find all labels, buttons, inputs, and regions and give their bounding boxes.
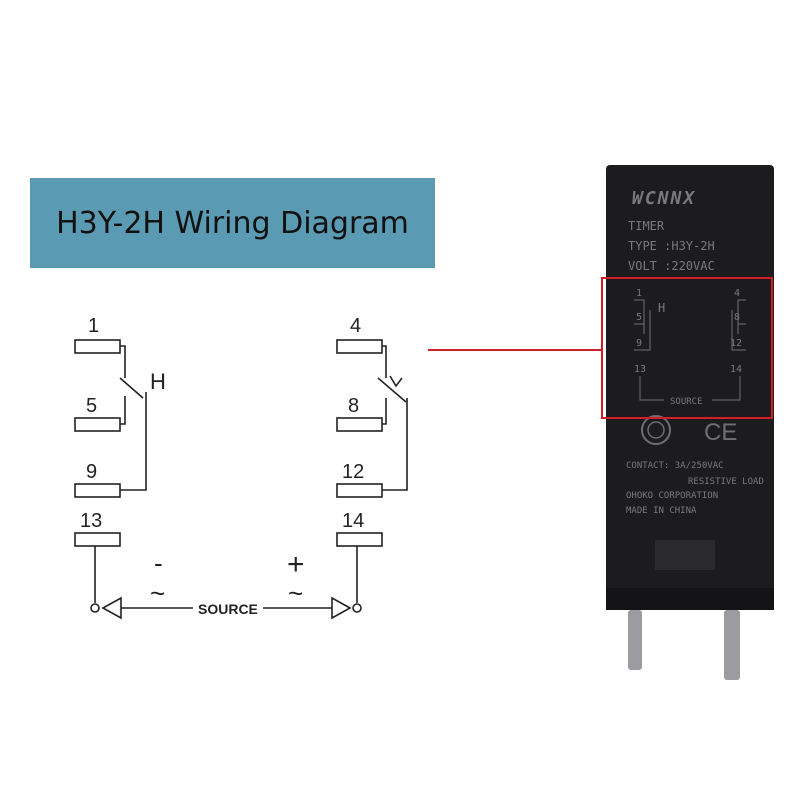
wire-9	[120, 392, 147, 491]
label-13: 13	[80, 510, 102, 532]
device-contact: CONTACT: 3A/250VAC	[626, 461, 724, 471]
device-origin: MADE IN CHINA	[626, 506, 697, 516]
label-1: 1	[88, 315, 99, 337]
switch-blade-left	[119, 377, 144, 399]
wire-4	[382, 345, 387, 378]
label-plus: +	[287, 548, 305, 581]
source-terminal-right	[352, 603, 362, 613]
device-label-block	[655, 540, 715, 570]
switch-arrow	[389, 375, 403, 388]
device-inner-12: 12	[730, 338, 742, 349]
ccc-mark-inner-icon	[647, 421, 665, 439]
wire-1	[120, 345, 126, 378]
device-inner-9: 9	[636, 338, 642, 349]
label-14: 14	[342, 510, 364, 532]
device-pin-left	[628, 610, 642, 670]
diagram-title: H3Y-2H Wiring Diagram	[56, 205, 409, 241]
label-tilde-right: ~	[288, 578, 303, 608]
device-inner-wiring-right	[712, 299, 746, 401]
device-inner-wiring-left	[634, 299, 664, 401]
title-banner: H3Y-2H Wiring Diagram	[30, 178, 435, 268]
device-line-1: TIMER	[628, 219, 665, 233]
device-inner-4: 4	[734, 288, 740, 299]
terminal-13	[74, 532, 121, 547]
wire-12	[382, 398, 408, 491]
switch-blade-right	[377, 377, 407, 403]
device-inner-1: 1	[636, 288, 642, 299]
highlight-box	[601, 277, 773, 419]
label-9: 9	[86, 461, 97, 483]
device-inner-h: H	[658, 301, 665, 315]
label-5: 5	[86, 395, 97, 417]
terminal-14	[336, 532, 383, 547]
device-brand: WCNNX	[632, 188, 696, 209]
device-inner-13: 13	[634, 364, 646, 375]
label-12: 12	[342, 461, 364, 483]
label-source: SOURCE	[198, 601, 258, 617]
device-base	[606, 588, 774, 610]
wire-8	[382, 398, 387, 425]
wire-5	[120, 396, 126, 425]
ccc-mark-icon	[641, 415, 671, 445]
label-minus: -	[154, 548, 163, 578]
device-body	[606, 165, 774, 610]
label-8: 8	[348, 395, 359, 417]
label-h: H	[150, 369, 166, 394]
device-inner-14: 14	[730, 364, 742, 375]
device-load: RESISTIVE LOAD	[688, 477, 764, 487]
ce-mark: CE	[704, 419, 737, 446]
device-inner-source: SOURCE	[670, 397, 703, 407]
device-line-3: VOLT :220VAC	[628, 259, 715, 273]
source-terminal-left	[90, 603, 100, 613]
label-tilde-left: ~	[150, 578, 165, 608]
label-4: 4	[350, 315, 361, 337]
device-maker: OHOKO CORPORATION	[626, 491, 718, 501]
device-pin-right	[724, 610, 740, 680]
device-inner-8: 8	[734, 312, 740, 323]
device-inner-5: 5	[636, 312, 642, 323]
device-line-2: TYPE :H3Y-2H	[628, 239, 715, 253]
